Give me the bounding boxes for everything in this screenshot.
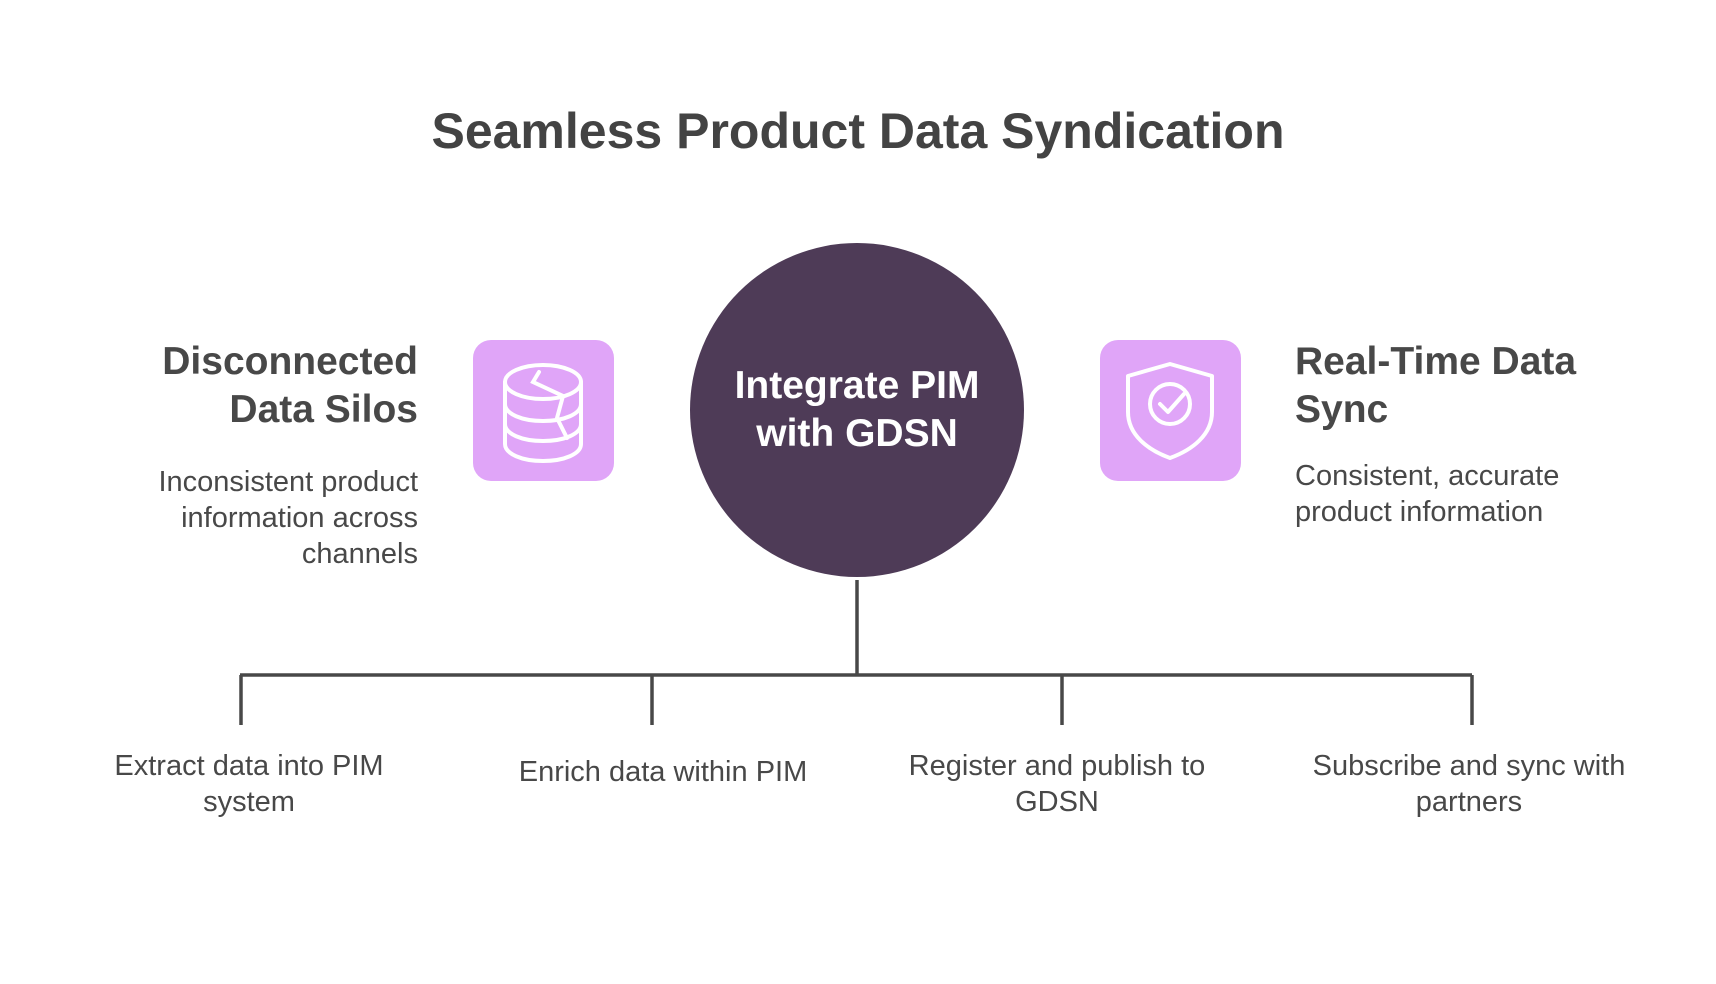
center-label: Integrate PIM with GDSN [734,364,980,455]
step-2: Enrich data within PIM [518,756,808,788]
right-heading: Real-Time Data Sync [1295,340,1577,431]
database-cracked-icon [473,340,614,481]
step-1: Extract data into PIM system [114,750,384,818]
step-4: Subscribe and sync with partners [1312,750,1626,818]
right-description: Consistent, accurate product information [1295,460,1560,528]
left-heading: Disconnected Data Silos [162,340,418,431]
step-3: Register and publish to GDSN [908,750,1206,818]
diagram-title: Seamless Product Data Syndication [431,103,1285,159]
left-description: Inconsistent product information across … [158,466,418,570]
shield-check-icon [1100,340,1241,481]
center-node: Integrate PIM with GDSN [690,243,1024,577]
